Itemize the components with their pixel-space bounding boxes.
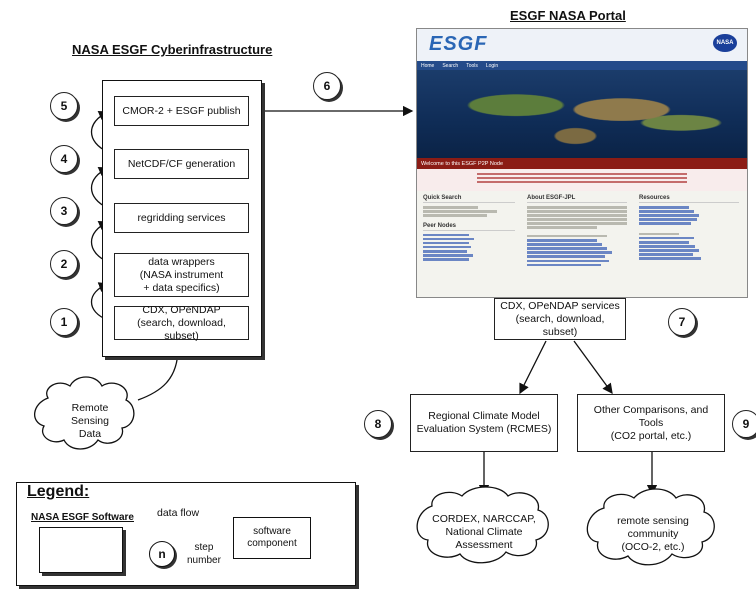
step-1-circle: 1 [50,308,78,336]
flow-arrow-cdx-other [573,340,613,395]
portal-header: ESGF NASA [417,29,747,61]
quick-search-heading: Quick Search [423,195,515,203]
step-9-circle: 9 [732,410,756,438]
data-wrappers-box: data wrappers(NASA instrument+ data spec… [114,253,249,297]
cdx-opendap-box: CDX, OPeNDAP(search, download, subset) [114,304,249,342]
quick-search-column: Quick Search Peer Nodes [423,195,515,262]
about-heading: About ESGF-JPL [527,195,627,203]
legend-title: Legend: [27,483,90,500]
rs-cloud-shape [586,488,715,566]
about-column: About ESGF-JPL [527,195,627,268]
right-title: ESGF NASA Portal [510,8,626,23]
step-2-circle: 2 [50,250,78,278]
nav-login[interactable]: Login [485,62,499,69]
esgf-portal-screenshot: ESGF NASA Home Search Tools Login Welcom… [416,28,748,298]
peer-nodes-heading: Peer Nodes [423,223,515,231]
cmor-publish-box: CMOR-2 + ESGF publish [114,96,249,126]
esgf-logo: ESGF [429,33,488,55]
step-8-circle: 8 [364,410,392,438]
flow-arrow-cdx-rcmes [519,340,547,395]
legend-box: Legend: NASA ESGF Software data flow n s… [16,482,356,586]
nav-home[interactable]: Home [421,62,435,69]
left-title: NASA ESGF Cyberinfrastructure [72,42,273,57]
remote-cloud-shape [34,376,135,450]
legend-software-swatch [39,527,123,573]
nasa-logo-icon: NASA [713,34,737,52]
nav-search[interactable]: Search [442,62,459,69]
cdx-opendap-services-box: CDX, OPeNDAP services(search, download, … [494,298,626,340]
nav-tools[interactable]: Tools [466,62,478,69]
legend-software-label: NASA ESGF Software [31,512,134,523]
step-5-circle: 5 [50,92,78,120]
step-7-circle: 7 [668,308,696,336]
legend-step-symbol: n [149,541,175,567]
portal-columns: Quick Search Peer Nodes About ESGF-JPL [417,191,747,297]
netcdf-generation-box: NetCDF/CF generation [114,149,249,179]
world-map-banner [417,70,747,158]
regridding-services-box: regridding services [114,203,249,233]
step-3-circle: 3 [50,197,78,225]
step-4-circle: 4 [50,145,78,173]
portal-nav: Home Search Tools Login [417,61,747,70]
resources-heading: Resources [639,195,739,203]
resources-column: Resources [639,195,739,262]
portal-welcome-bar: Welcome to this ESGF P2P Node [417,158,747,169]
other-comparisons-box: Other Comparisons, and Tools(CO2 portal,… [577,394,725,452]
step-6-circle: 6 [313,72,341,100]
portal-notice [417,169,747,191]
cordex-cloud-shape [416,486,549,564]
legend-data-flow-label: data flow [157,507,200,519]
